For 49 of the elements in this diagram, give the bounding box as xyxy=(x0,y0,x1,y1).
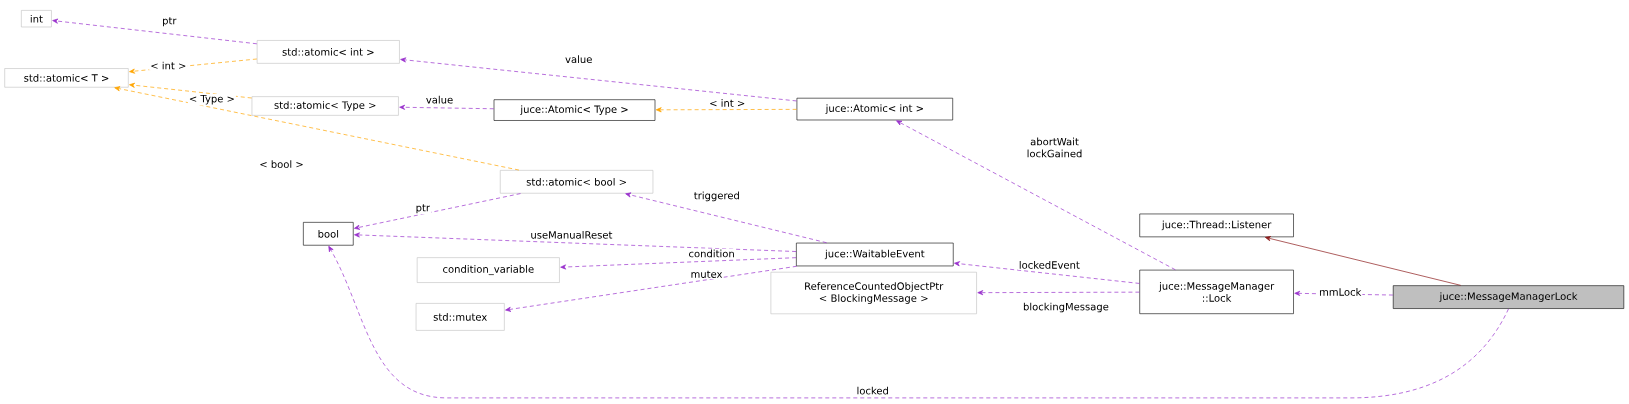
edge-label: lockedEvent xyxy=(1019,261,1080,269)
class-box: std::atomic< bool > xyxy=(499,170,654,194)
class-box: std::mutex xyxy=(415,303,505,331)
edge-label: < bool > xyxy=(260,160,303,168)
arrow xyxy=(399,104,495,110)
edge-label: useManualReset xyxy=(531,230,613,239)
arrow xyxy=(354,193,521,230)
edge-label: blockingMessage xyxy=(1023,302,1109,313)
class-box: juce::Atomic< Type > xyxy=(493,99,656,121)
arrow xyxy=(52,18,258,45)
edge-label: < Type > xyxy=(189,95,234,105)
edge-label: ptr xyxy=(163,17,177,27)
arrow xyxy=(114,86,520,171)
arrow xyxy=(1264,236,1462,286)
edge-label: < int > xyxy=(151,61,186,70)
class-box: bool xyxy=(303,222,354,246)
edge-label: condition xyxy=(689,249,734,258)
edge-label: value xyxy=(565,55,592,64)
class-box: juce::WaitableEvent xyxy=(796,242,954,267)
arrow xyxy=(354,232,797,252)
arrow xyxy=(129,82,252,99)
arrow xyxy=(896,120,1176,271)
arrow xyxy=(625,192,827,244)
edge-label: abortWait lockGained xyxy=(1027,137,1082,158)
arrow xyxy=(655,107,797,113)
edge-label: value xyxy=(426,95,453,104)
edge-label: mutex xyxy=(691,270,723,278)
arrow xyxy=(560,257,797,270)
edge-label: locked xyxy=(857,386,888,395)
arrow xyxy=(328,245,1509,399)
edge-label: triggered xyxy=(694,191,739,202)
class-box: std::atomic< T > xyxy=(4,68,129,88)
edge-label: < int > xyxy=(710,99,745,107)
class-box: std::atomic< Type > xyxy=(251,96,399,116)
arrow xyxy=(400,57,797,102)
class-box: juce::Thread::Listener xyxy=(1139,213,1294,238)
class-box: ReferenceCountedObjectPtr < BlockingMessage > xyxy=(770,271,977,315)
arrow xyxy=(977,290,1140,296)
class-box: std::atomic< int > xyxy=(256,40,400,64)
edge-label: ptr xyxy=(416,204,430,214)
arrow xyxy=(505,265,798,312)
arrow xyxy=(954,261,1140,284)
edge-label: mmLock xyxy=(1320,288,1362,296)
class-box: juce::Atomic< int > xyxy=(796,97,953,121)
class-box: juce::MessageManagerLock xyxy=(1392,285,1625,309)
class-box: juce::MessageManager ::Lock xyxy=(1139,269,1294,314)
arrow xyxy=(129,58,258,74)
class-box: condition_variable xyxy=(416,257,560,283)
class-box: int xyxy=(21,10,52,28)
